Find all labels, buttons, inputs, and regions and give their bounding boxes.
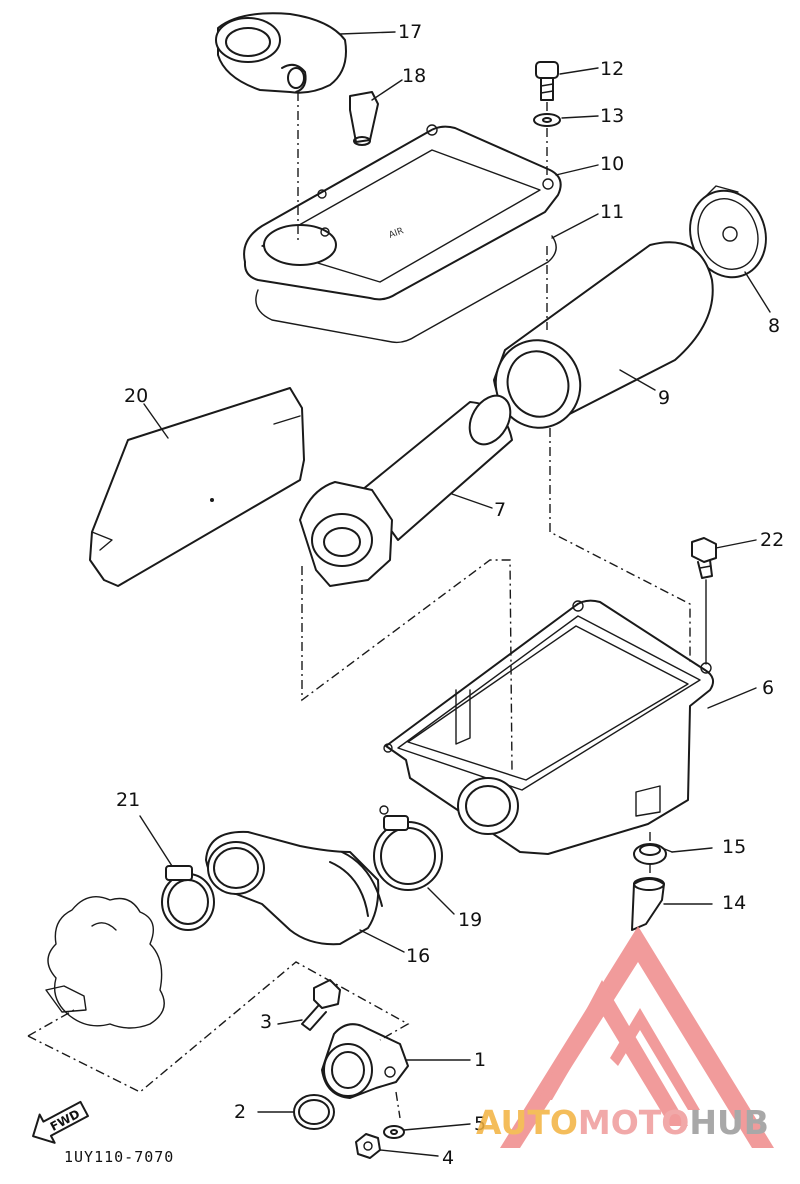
part-20-side-plate [89,387,305,587]
leader-12 [559,67,599,75]
part-18-breather-joint [349,91,379,146]
watermark-brand: AUTOMOTOHUB [476,1103,769,1142]
label-1: 1 [474,1049,486,1071]
label-13: 13 [600,105,624,127]
part-15-clamp [633,843,673,865]
leader-21 [139,815,173,867]
part-22-bolt [691,537,717,579]
label-4: 4 [442,1147,454,1169]
label-21: 21 [116,789,140,811]
leader-22 [715,539,757,549]
carburetor-outline [45,896,165,1029]
label-5: 5 [474,1113,486,1135]
leader-18 [371,79,403,101]
watermark: AUTOMOTOHUB [476,926,774,1148]
part-9-filter-element [493,241,714,429]
leader-10 [555,164,599,176]
label-8: 8 [768,315,780,337]
leader-3 [277,1019,303,1025]
label-18: 18 [402,65,426,87]
part-13-washer [533,113,561,127]
label-19: 19 [458,909,482,931]
part-5-washer [383,1125,405,1139]
part-6-air-filter-case [383,599,715,855]
leader-5 [403,1123,471,1131]
label-10: 10 [600,153,624,175]
leader-19 [427,887,455,915]
part-21-hose-clamp [161,865,215,931]
part-4-nut [355,1133,381,1159]
part-11-seal [255,235,557,344]
leader-17 [339,31,396,35]
part-2-o-ring [293,1094,335,1130]
part-17-air-scoop [215,12,347,94]
part-number-labels: 17 18 12 13 10 11 8 9 20 7 22 6 21 15 14… [116,21,784,1169]
leader-4 [379,1149,439,1157]
leader-8 [744,271,771,313]
leader-16 [359,929,405,953]
leader-13 [561,115,599,119]
label-7: 7 [494,499,506,521]
part-1-carburetor-joint [321,1023,409,1099]
label-9: 9 [658,387,670,409]
label-11: 11 [600,201,624,223]
part-14-drain-plug [631,877,665,931]
label-12: 12 [600,58,624,80]
part-8-filter-cap [689,185,767,279]
label-17: 17 [398,21,422,43]
label-20: 20 [124,385,148,407]
part-16-joint-hose [205,830,383,946]
drawing-code: 1UY110-7070 [64,1148,174,1166]
leader-20 [143,403,169,439]
leader-7 [451,493,493,509]
leader-15 [671,847,713,853]
assembly-lines [27,92,691,1119]
part-3-bolt [301,979,341,1031]
part-12-screw [535,61,559,101]
watermark-logo [500,926,774,1148]
svg-text:AIR: AIR [388,226,406,241]
label-15: 15 [722,836,746,858]
leader-6 [707,687,757,709]
label-14: 14 [722,892,746,914]
part-10-case-cover: AIR [243,124,562,301]
label-22: 22 [760,529,784,551]
part-19-hose-clamp [373,805,443,891]
leader-11 [551,213,599,239]
label-16: 16 [406,945,430,967]
label-6: 6 [762,677,774,699]
label-2: 2 [234,1101,246,1123]
forward-arrow: FWD [32,1100,90,1144]
label-3: 3 [260,1011,272,1033]
part-7-filter-guide [299,394,513,587]
leader-9 [619,369,656,391]
